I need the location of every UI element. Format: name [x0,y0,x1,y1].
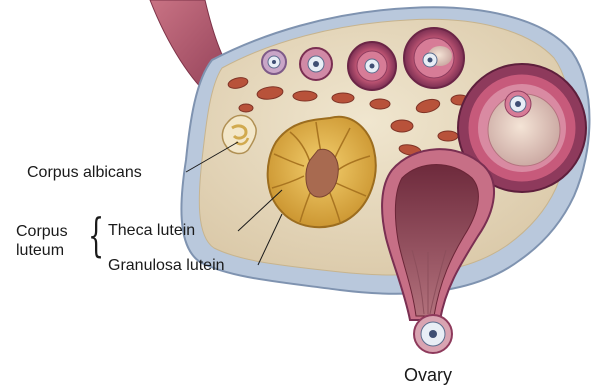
label-theca-lutein: Theca lutein [108,222,195,240]
small-follicle-2 [300,48,332,80]
label-granulosa-lutein: Granulosa lutein [108,257,225,275]
growing-follicle-2 [404,28,464,88]
caption-ovary: Ovary [404,366,452,384]
released-oocyte [414,315,452,353]
corpus-luteum [268,117,376,227]
small-follicle-1 [262,50,286,74]
label-luteum: luteum [16,242,64,260]
growing-follicle-1 [348,42,396,90]
label-corpus-albicans: Corpus albicans [27,164,142,182]
brace-icon: { [88,212,104,258]
label-corpus: Corpus [16,223,68,241]
